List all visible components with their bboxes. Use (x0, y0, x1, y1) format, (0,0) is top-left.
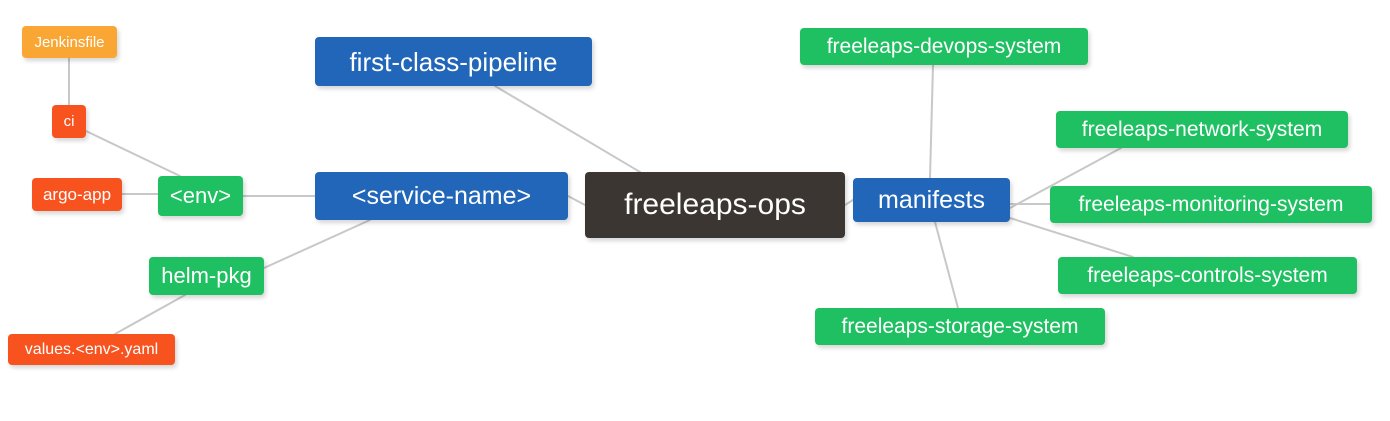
node-freeleaps-ops[interactable]: freeleaps-ops (585, 172, 845, 238)
node-service-name[interactable]: <service-name> (315, 172, 568, 220)
edge-env-to-ci (85, 130, 181, 177)
node-jenkinsfile[interactable]: Jenkinsfile (22, 26, 117, 58)
node-values-env-yaml[interactable]: values.<env>.yaml (8, 334, 175, 365)
edge-manifests-to-freeleaps-storage-system (934, 221, 959, 309)
edge-manifests-to-freeleaps-controls-system (1009, 217, 1134, 258)
node-env[interactable]: <env> (158, 176, 243, 216)
node-helm-pkg[interactable]: helm-pkg (149, 257, 264, 295)
edge-manifests-to-freeleaps-devops-system (929, 64, 934, 179)
node-freeleaps-storage-system[interactable]: freeleaps-storage-system (815, 308, 1105, 345)
edge-freeleaps-ops-to-manifests (844, 199, 854, 206)
node-manifests[interactable]: manifests (853, 178, 1010, 222)
edge-manifests-to-freeleaps-network-system (1009, 147, 1122, 209)
node-freeleaps-controls-system[interactable]: freeleaps-controls-system (1058, 257, 1357, 294)
edge-freeleaps-ops-to-service-name (567, 195, 586, 206)
node-argo-app[interactable]: argo-app (32, 178, 122, 211)
edge-helm-pkg-to-values-env-yaml (114, 294, 186, 335)
node-freeleaps-monitoring-system[interactable]: freeleaps-monitoring-system (1050, 186, 1372, 223)
node-freeleaps-devops-system[interactable]: freeleaps-devops-system (800, 28, 1088, 65)
node-ci[interactable]: ci (52, 105, 86, 138)
node-freeleaps-network-system[interactable]: freeleaps-network-system (1056, 111, 1348, 148)
node-first-class-pipeline[interactable]: first-class-pipeline (315, 37, 592, 86)
edge-service-name-to-helm-pkg (263, 219, 371, 269)
edge-freeleaps-ops-to-first-class-pipeline (494, 85, 641, 173)
